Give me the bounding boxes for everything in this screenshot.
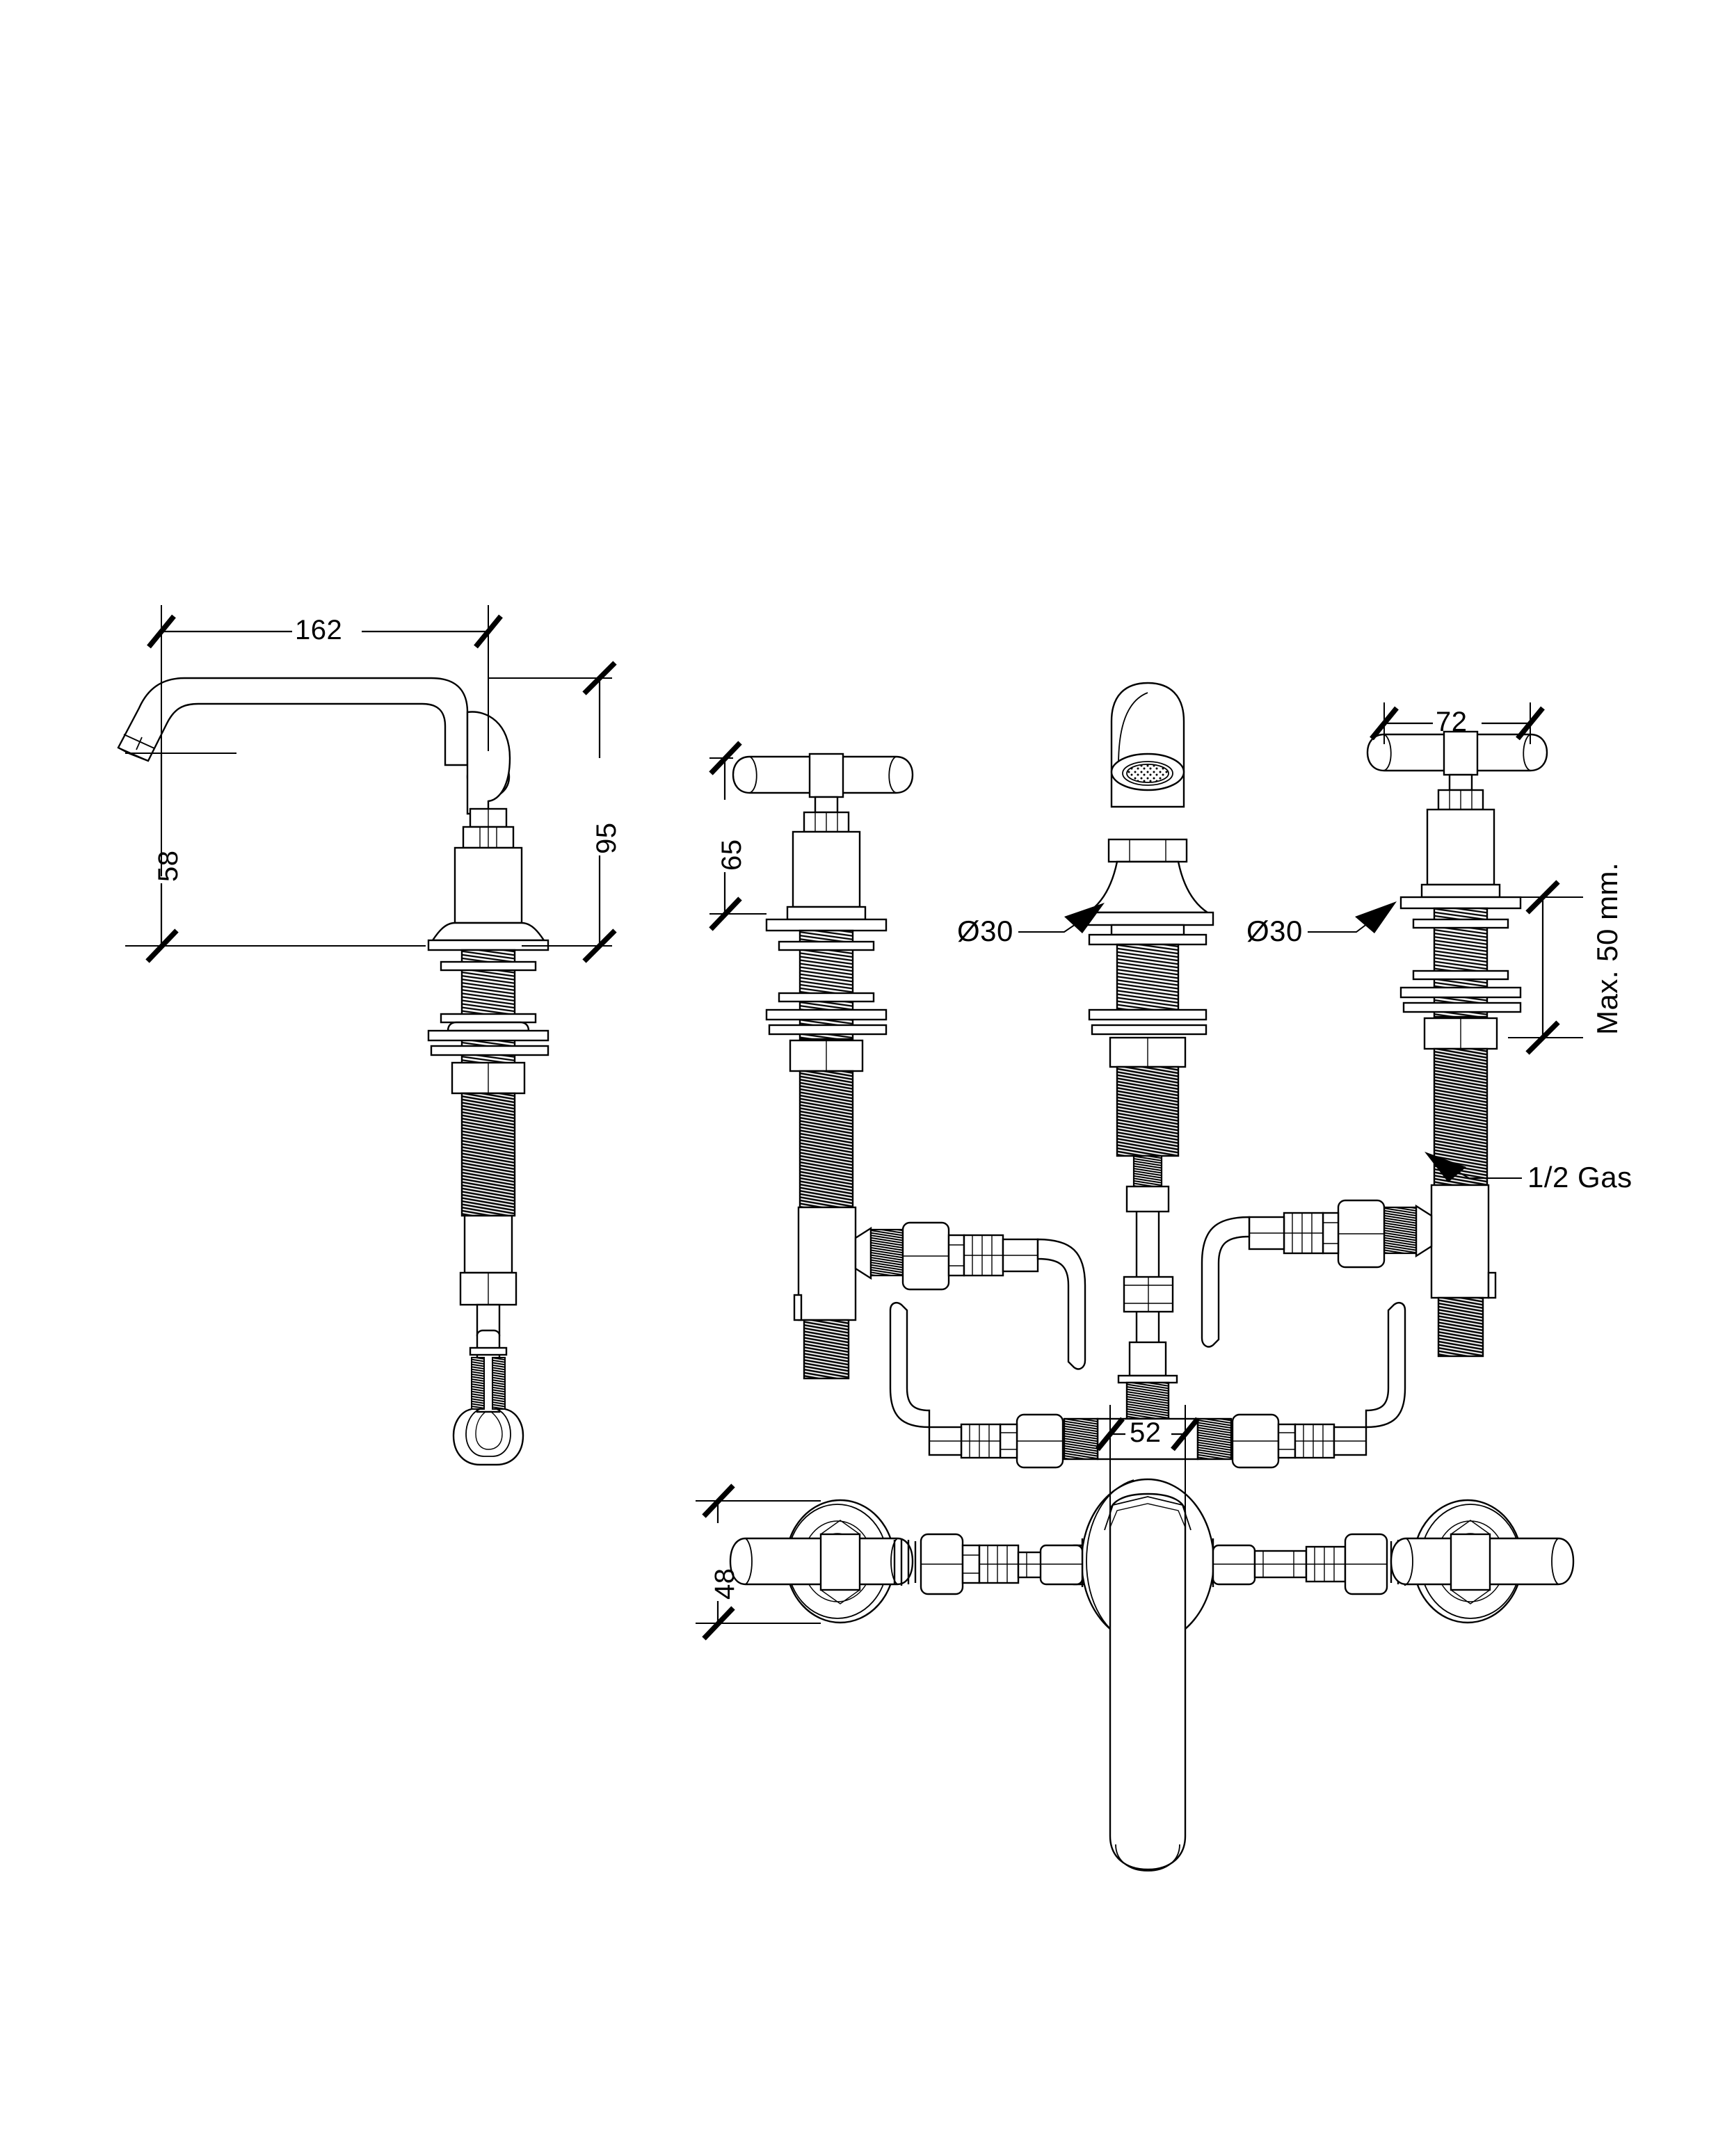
right-valve-flange [1399,883,1522,910]
plan-left-handle[interactable] [729,1520,914,1604]
center-tee-fitting [1063,1381,1233,1461]
left-valve-tail-thread [803,1319,850,1380]
left-valve-stem [792,796,861,908]
spout-threaded-shank-upper [427,949,549,1067]
center-spout-base [1085,860,1210,914]
right-union-nut [1322,1199,1386,1269]
dimension-max-50mm [1508,880,1583,1055]
left-supply-hose [1036,1238,1086,1370]
dimension-label-48: 48 [709,1568,740,1600]
view-center-spout [889,682,1406,1469]
leader-diameter-30-center [1018,903,1105,933]
right-valve-threaded-shank-upper [1399,907,1522,1018]
center-threaded-shank [1088,924,1208,1157]
dimension-48 [696,1483,821,1641]
left-handle-lever[interactable] [732,753,914,798]
right-ferrule [1248,1212,1324,1255]
spout-anchor-stud [452,1329,524,1466]
plan-center-spout-arm[interactable] [1104,1493,1192,1872]
spout-lock-nut [451,1061,526,1095]
left-union-nut [901,1221,965,1291]
tee-right-branch [1231,1302,1406,1469]
dimension-58 [125,753,426,963]
dimension-label-95: 95 [591,822,622,855]
dimension-162 [147,605,503,876]
dimension-label-58: 58 [153,850,184,883]
view-right-valve [1201,702,1548,1358]
right-supply-hose [1201,1216,1251,1348]
annotation-label-diameter-30-right: Ø30 [1246,915,1303,947]
leader-diameter-30-right [1308,901,1397,933]
spout-body [117,677,469,766]
center-riser [1117,1155,1178,1384]
annotation-label-half-gas: 1/2 Gas [1527,1161,1632,1193]
dimension-65 [709,741,767,931]
plan-center-right-inlet [1212,1544,1347,1586]
view-side-elevation [117,605,617,1466]
dimension-95 [488,661,617,963]
left-ferrule [963,1234,1039,1277]
right-valve-tail-thread [1437,1296,1484,1358]
left-valve-body [793,1206,904,1321]
spout-collar-stack [454,807,523,924]
plan-right-handle[interactable] [1390,1520,1575,1604]
center-spout-aerator [1110,753,1185,791]
leader-half-gas [1425,1152,1522,1182]
dimension-label-52: 52 [1130,1417,1162,1448]
dimension-label-162: 162 [295,615,343,645]
plan-center-left-inlet [1039,1544,1084,1586]
right-valve-lock-nut [1423,1017,1498,1050]
annotation-label-diameter-30-center: Ø30 [957,915,1013,947]
dimension-72 [1370,702,1545,744]
view-left-valve [732,753,1086,1380]
dimension-label-72: 72 [1436,707,1468,737]
spout-tail-tube [459,1214,518,1337]
dimension-52 [1096,1405,1200,1516]
dimension-label-max-50mm: Max. 50 mm. [1591,862,1623,1035]
dimension-label-65: 65 [716,839,747,871]
view-top-plan [696,1405,1575,1872]
right-valve-stem [1426,773,1495,886]
spout-threaded-shank-lower [460,1092,516,1217]
right-valve-body [1383,1184,1497,1299]
left-valve-threaded-shank-lower [799,1070,854,1209]
right-handle-lever[interactable] [1366,730,1548,776]
center-spout-collar [1107,838,1188,863]
center-escutcheon [1081,911,1214,926]
left-valve-lock-nut [789,1039,864,1072]
left-valve-flange [765,906,888,932]
left-valve-threaded-shank-upper [765,929,888,1040]
tee-left-branch [889,1302,1064,1469]
